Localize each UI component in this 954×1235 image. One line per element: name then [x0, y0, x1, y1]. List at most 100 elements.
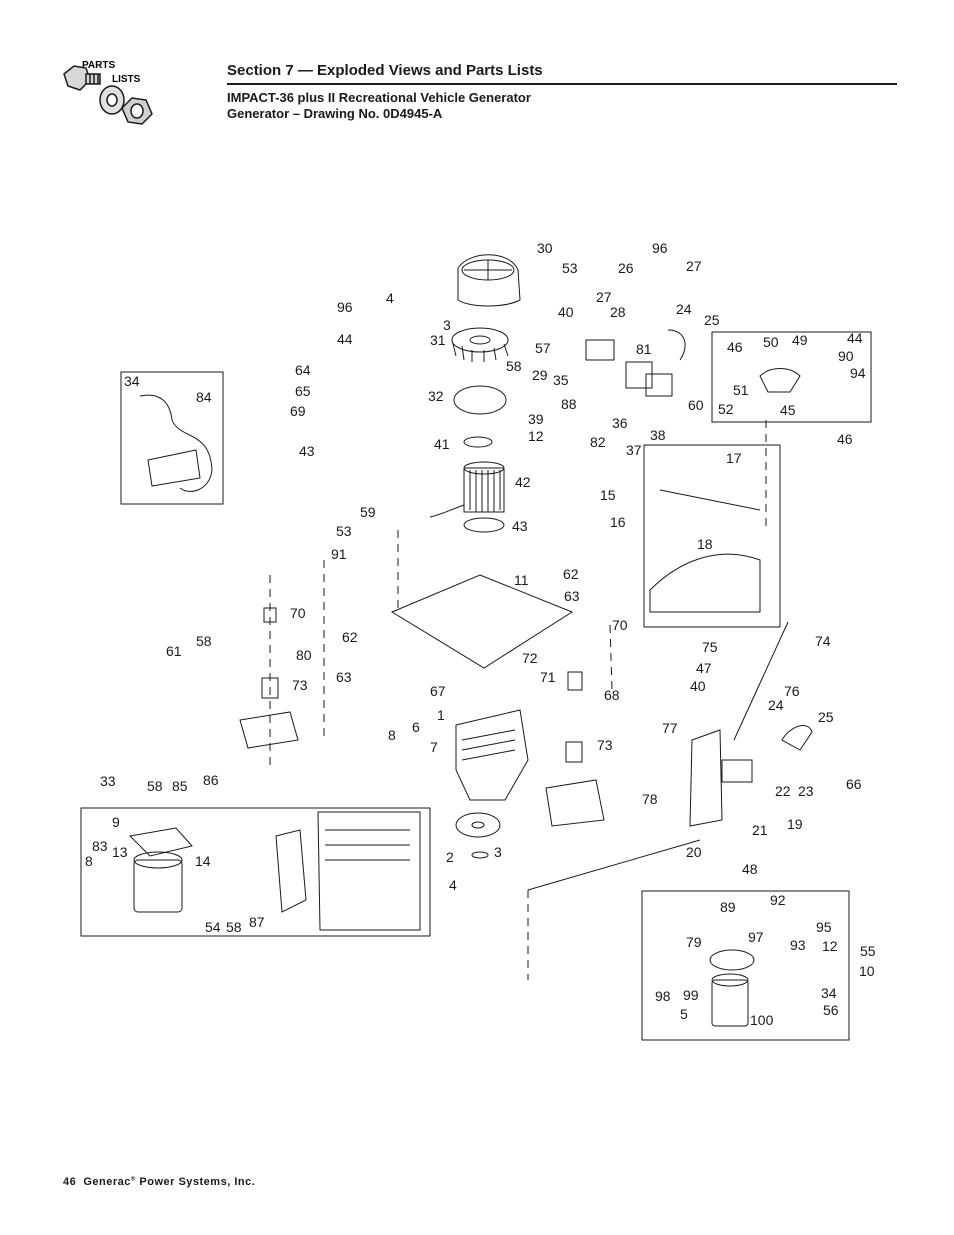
mount-left [239, 607, 299, 749]
callout: 42 [515, 474, 531, 490]
callout: 1 [437, 707, 445, 723]
callout: 86 [203, 772, 219, 788]
callout: 29 [532, 367, 548, 383]
callout: 58 [196, 633, 212, 649]
washer-3 [471, 851, 489, 859]
callout: 67 [430, 683, 446, 699]
callout: 15 [600, 487, 616, 503]
callout: 4 [449, 877, 457, 893]
bolt-icon [63, 65, 101, 91]
callout: 53 [336, 523, 352, 539]
callout: 28 [610, 304, 626, 320]
logo-word-parts: PARTS [82, 60, 115, 71]
callout: 31 [430, 332, 446, 348]
callout: 32 [428, 388, 444, 404]
callout: 81 [636, 341, 652, 357]
callout: 8 [85, 853, 93, 869]
leader-line-drive [527, 839, 701, 891]
callout: 26 [618, 260, 634, 276]
callout: 73 [292, 677, 308, 693]
callout: 34 [821, 985, 837, 1001]
callout: 43 [299, 443, 315, 459]
callout: 46 [727, 339, 743, 355]
callout: 22 [775, 783, 791, 799]
page-footer: 46 Generac® Power Systems, Inc. [63, 1176, 255, 1188]
callout: 70 [612, 617, 628, 633]
filter-cover [645, 373, 673, 397]
stator [429, 461, 505, 518]
callout: 2 [446, 849, 454, 865]
callout: 8 [388, 727, 396, 743]
callout: 23 [798, 783, 814, 799]
callout: 50 [763, 334, 779, 350]
callout: 72 [522, 650, 538, 666]
callout: 80 [296, 647, 312, 663]
choke-rod [733, 621, 789, 741]
callout: 12 [528, 428, 544, 444]
registered-mark: ® [130, 1176, 136, 1183]
callout: 96 [337, 299, 353, 315]
callout: 85 [172, 778, 188, 794]
callout: 74 [815, 633, 831, 649]
callout: 12 [822, 938, 838, 954]
section-title: Section 7 — Exploded Views and Parts Lis… [227, 62, 897, 85]
callout: 37 [626, 442, 642, 458]
callout: 63 [336, 669, 352, 685]
callout: 45 [780, 402, 796, 418]
callout: 7 [430, 739, 438, 755]
logo-word-lists: LISTS [112, 74, 141, 85]
callout: 76 [784, 683, 800, 699]
callout: 58 [226, 919, 242, 935]
washer-icon [99, 85, 125, 115]
callout: 3 [443, 317, 451, 333]
callout: 97 [748, 929, 764, 945]
engine-detail [317, 811, 421, 931]
callout: 92 [770, 892, 786, 908]
callout: 78 [642, 791, 658, 807]
oil-filter-adapter [709, 949, 755, 971]
callout: 60 [688, 397, 704, 413]
callout: 53 [562, 260, 578, 276]
callout: 58 [147, 778, 163, 794]
callout: 77 [662, 720, 678, 736]
callout: 14 [195, 853, 211, 869]
callout: 21 [752, 822, 768, 838]
callout: 25 [704, 312, 720, 328]
callout: 83 [92, 838, 108, 854]
company-suffix: Power Systems, Inc. [135, 1176, 256, 1188]
carburetor-plate [689, 729, 723, 827]
callout: 70 [290, 605, 306, 621]
callout: 25 [818, 709, 834, 725]
carburetor [721, 759, 753, 783]
detail-box-oil-filter [641, 890, 850, 1041]
callout: 63 [564, 588, 580, 604]
callout: 36 [612, 415, 628, 431]
drawing-subtitle: IMPACT-36 plus II Recreational Vehicle G… [227, 90, 897, 122]
detail-box-wiring [120, 371, 224, 505]
callout: 71 [540, 669, 556, 685]
page-header: Section 7 — Exploded Views and Parts Lis… [227, 62, 897, 122]
nut-icon [121, 97, 153, 125]
callout: 47 [696, 660, 712, 676]
callout: 68 [604, 687, 620, 703]
callout: 88 [561, 396, 577, 412]
callout: 30 [537, 240, 553, 256]
callout: 41 [434, 436, 450, 452]
callout: 46 [837, 431, 853, 447]
callout: 33 [100, 773, 116, 789]
callout: 79 [686, 934, 702, 950]
callout: 55 [860, 943, 876, 959]
callout: 82 [590, 434, 606, 450]
wiring-harness [139, 394, 213, 492]
callout: 40 [558, 304, 574, 320]
callout: 35 [553, 372, 569, 388]
callout: 96 [652, 240, 668, 256]
callout: 91 [331, 546, 347, 562]
flywheel [455, 812, 501, 838]
washer-41 [463, 436, 493, 448]
callout: 99 [683, 987, 699, 1003]
engine-block [455, 709, 529, 801]
heat-shield [275, 829, 307, 913]
callout: 52 [718, 401, 734, 417]
callout: 100 [750, 1012, 774, 1028]
